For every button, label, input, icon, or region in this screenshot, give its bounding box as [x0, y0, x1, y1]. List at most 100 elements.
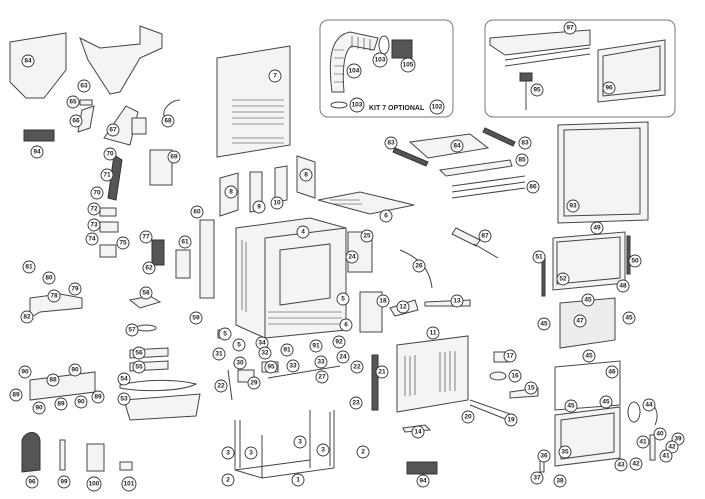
part-label-6: 6 [339, 318, 353, 332]
svg-text:5: 5 [237, 342, 241, 349]
part-label-33: 33 [286, 359, 300, 373]
svg-text:21: 21 [378, 369, 386, 376]
part-label-24: 24 [345, 250, 359, 264]
stand-frame [234, 410, 335, 479]
svg-text:96: 96 [28, 479, 36, 486]
svg-text:4: 4 [301, 229, 305, 236]
svg-text:50: 50 [631, 258, 639, 265]
part-label-46: 46 [605, 365, 619, 379]
part-label-25: 25 [360, 229, 374, 243]
part-label-84: 84 [450, 139, 464, 153]
svg-text:54: 54 [120, 376, 128, 383]
part-label-22: 22 [214, 379, 228, 393]
part-label-42: 42 [665, 440, 679, 454]
part-label-13: 13 [450, 294, 464, 308]
svg-text:70: 70 [93, 190, 101, 197]
part-label-91: 91 [309, 339, 323, 353]
svg-text:20: 20 [464, 414, 472, 421]
part-label-45: 45 [622, 311, 636, 325]
part-label-103: 103 [349, 97, 365, 113]
svg-text:95: 95 [533, 87, 541, 94]
svg-text:45: 45 [625, 315, 633, 322]
svg-text:72: 72 [90, 206, 98, 213]
svg-text:90: 90 [71, 367, 79, 374]
svg-text:92: 92 [335, 339, 343, 346]
svg-text:22: 22 [353, 364, 361, 371]
part-label-45: 45 [537, 317, 551, 331]
svg-text:75: 75 [119, 240, 127, 247]
part-label-85: 85 [515, 153, 529, 167]
part-label-41: 41 [636, 435, 650, 449]
svg-text:45: 45 [584, 297, 592, 304]
svg-text:91: 91 [283, 347, 291, 354]
svg-text:45: 45 [540, 321, 548, 328]
svg-text:24: 24 [348, 254, 356, 261]
part-label-89: 89 [54, 397, 68, 411]
part-label-21: 21 [375, 365, 389, 379]
svg-text:97: 97 [566, 25, 574, 32]
part-label-37: 37 [530, 471, 544, 485]
part-label-101: 101 [121, 476, 137, 492]
part-label-19: 19 [504, 413, 518, 427]
part-label-91: 91 [280, 343, 294, 357]
part-label-57: 57 [125, 323, 139, 337]
svg-text:34: 34 [258, 340, 266, 347]
part-label-26: 26 [412, 259, 426, 273]
svg-text:99: 99 [60, 479, 68, 486]
part-label-5: 5 [336, 292, 350, 306]
svg-text:69: 69 [170, 154, 178, 161]
part-label-2: 2 [221, 473, 235, 487]
part-label-58: 58 [139, 286, 153, 300]
part-label-96: 96 [25, 475, 39, 489]
svg-text:25: 25 [363, 233, 371, 240]
svg-text:86: 86 [529, 184, 537, 191]
part-label-20: 20 [461, 410, 475, 424]
part-label-14: 14 [411, 425, 425, 439]
svg-text:85: 85 [518, 157, 526, 164]
svg-text:5: 5 [341, 296, 345, 303]
part-label-7: 7 [268, 69, 282, 83]
part-label-45: 45 [564, 399, 578, 413]
part-label-17: 17 [503, 349, 517, 363]
part-label-103: 103 [372, 52, 388, 68]
part-label-1: 1 [291, 473, 305, 487]
svg-text:5: 5 [223, 331, 227, 338]
part-label-93: 93 [566, 199, 580, 213]
door-assembly [539, 231, 658, 473]
svg-text:103: 103 [352, 102, 363, 109]
part-label-11: 11 [426, 326, 440, 340]
svg-text:33: 33 [317, 359, 325, 366]
part-label-75: 75 [116, 236, 130, 250]
part-label-56: 56 [132, 346, 146, 360]
part-label-83: 83 [518, 136, 532, 150]
svg-text:102: 102 [432, 104, 443, 111]
part-label-54: 54 [117, 372, 131, 386]
part-label-72: 72 [87, 202, 101, 216]
part-label-71: 71 [100, 168, 114, 182]
svg-text:29: 29 [250, 380, 258, 387]
svg-text:45: 45 [567, 403, 575, 410]
svg-text:87: 87 [481, 233, 489, 240]
part-label-12: 12 [396, 300, 410, 314]
svg-text:41: 41 [639, 439, 647, 446]
svg-text:103: 103 [375, 57, 386, 64]
part-label-35: 35 [558, 445, 572, 459]
part-label-44: 44 [642, 398, 656, 412]
svg-text:36: 36 [540, 453, 548, 460]
part-label-74: 74 [85, 232, 99, 246]
part-label-69: 69 [167, 150, 181, 164]
part-label-77: 77 [139, 230, 153, 244]
part-label-50: 50 [628, 254, 642, 268]
svg-text:101: 101 [124, 481, 135, 488]
svg-text:83: 83 [387, 140, 395, 147]
part-label-52: 52 [556, 272, 570, 286]
part-label-36: 36 [537, 449, 551, 463]
svg-text:81: 81 [25, 264, 33, 271]
svg-text:89: 89 [12, 392, 20, 399]
part-label-95: 95 [530, 83, 544, 97]
svg-text:84: 84 [453, 143, 461, 150]
part-label-90: 90 [32, 401, 46, 415]
svg-text:45: 45 [585, 353, 593, 360]
svg-text:96: 96 [605, 85, 613, 92]
svg-text:26: 26 [415, 263, 423, 270]
